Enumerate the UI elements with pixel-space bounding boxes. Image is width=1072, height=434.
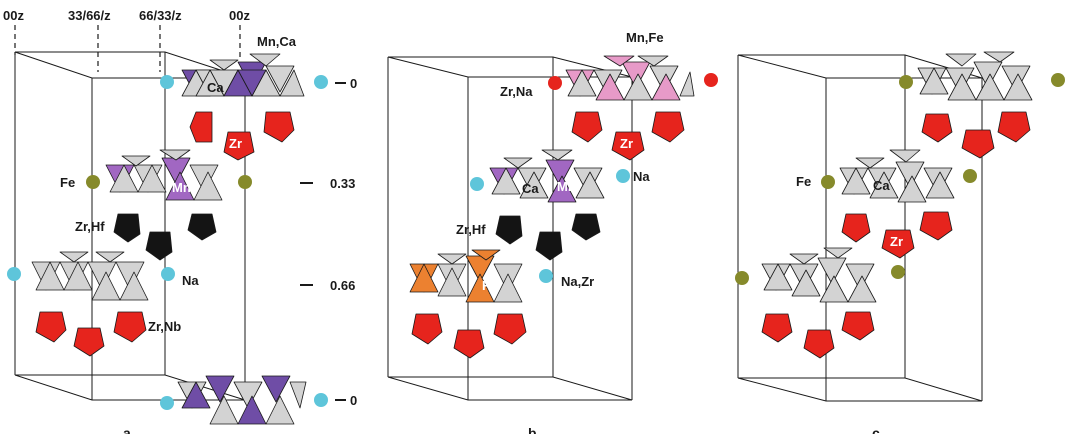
column-label-00z-left: 00z — [3, 8, 24, 23]
layer-lower-a — [31, 251, 149, 301]
black-octahedra-a — [113, 213, 217, 261]
column-label-00z-right: 00z — [229, 8, 250, 23]
label-zr-na: Zr,Na — [500, 84, 533, 99]
level-label-0-top: 0 — [350, 76, 357, 91]
red-octahedra-middle-c — [841, 211, 953, 259]
label-zr-b: Zr — [620, 136, 633, 151]
level-label-0-66: 0.66 — [330, 278, 355, 293]
panel-caption-c: c — [872, 425, 880, 434]
level-markers-a: 0 0.33 0.66 0 — [300, 76, 357, 408]
column-label-66-33-z: 66/33/z — [139, 8, 182, 23]
label-na-zr: Na,Zr — [561, 274, 594, 289]
atom-labels-b: Mn,Fe Zr,Na Zr Ca Mn Na Zr,Hf Fe Na,Zr — [456, 30, 664, 293]
column-label-33-66-z: 33/66/z — [68, 8, 111, 23]
level-label-0-33: 0.33 — [330, 176, 355, 191]
layer-middle-b — [489, 149, 605, 203]
label-fe-c: Fe — [796, 174, 811, 189]
black-octahedra-b — [495, 213, 601, 261]
red-octahedra-bottom-a — [35, 311, 147, 357]
label-mn-ca: Mn,Ca — [257, 34, 297, 49]
label-ca-c: Ca — [873, 178, 890, 193]
column-markers-a: 00z 33/66/z 66/33/z 00z — [3, 8, 250, 72]
red-octahedra-bottom-b — [411, 313, 527, 359]
red-octahedra-bottom-c — [761, 311, 875, 359]
label-zr-hf: Zr,Hf — [75, 219, 105, 234]
panel-caption-b: b — [528, 425, 537, 434]
atom-labels-a: Mn,Ca Ca Zr Fe Mn Zr,Hf Na Zr,Nb — [60, 34, 297, 334]
label-mn-fe: Mn,Fe — [626, 30, 664, 45]
panel-a: 00z 33/66/z 66/33/z 00z 0 0.33 0.66 0 — [3, 8, 357, 434]
label-mn: Mn — [172, 180, 191, 195]
layer-bottom-a — [177, 375, 307, 425]
label-mn-b: Mn — [557, 179, 576, 194]
layer-middle-a — [105, 149, 223, 201]
label-fe: Fe — [60, 175, 75, 190]
spheres-b — [470, 73, 718, 283]
label-ca-top: Ca — [207, 80, 224, 95]
spheres-a — [7, 75, 328, 410]
red-octahedra-top-c — [921, 111, 1031, 159]
label-zr-hf-b: Zr,Hf — [456, 222, 486, 237]
layer-top-c — [917, 51, 1033, 101]
layer-top-b — [565, 55, 695, 101]
label-na: Na — [182, 273, 199, 288]
layer-middle-c — [839, 149, 955, 203]
layer-lower-c — [761, 247, 877, 303]
label-ca-b: Ca — [522, 181, 539, 196]
spheres-c — [735, 73, 1065, 285]
layer-lower-b — [409, 249, 523, 303]
level-label-0-bottom: 0 — [350, 393, 357, 408]
panel-c: Fe Ca Zr c — [735, 51, 1065, 434]
panel-caption-a: a — [123, 425, 131, 434]
atom-labels-c: Fe Ca Zr — [796, 174, 903, 249]
red-octahedra-top-b — [571, 111, 685, 161]
layer-top-a — [181, 53, 305, 97]
label-fe-b: Fe — [482, 278, 497, 293]
label-na-b: Na — [633, 169, 650, 184]
panel-b: Mn,Fe Zr,Na Zr Ca Mn Na Zr,Hf Fe Na,Zr b — [387, 30, 718, 434]
label-zr-c: Zr — [890, 234, 903, 249]
red-octahedra-top-a — [189, 111, 295, 161]
label-zr: Zr — [229, 136, 242, 151]
label-zr-nb: Zr,Nb — [148, 319, 181, 334]
